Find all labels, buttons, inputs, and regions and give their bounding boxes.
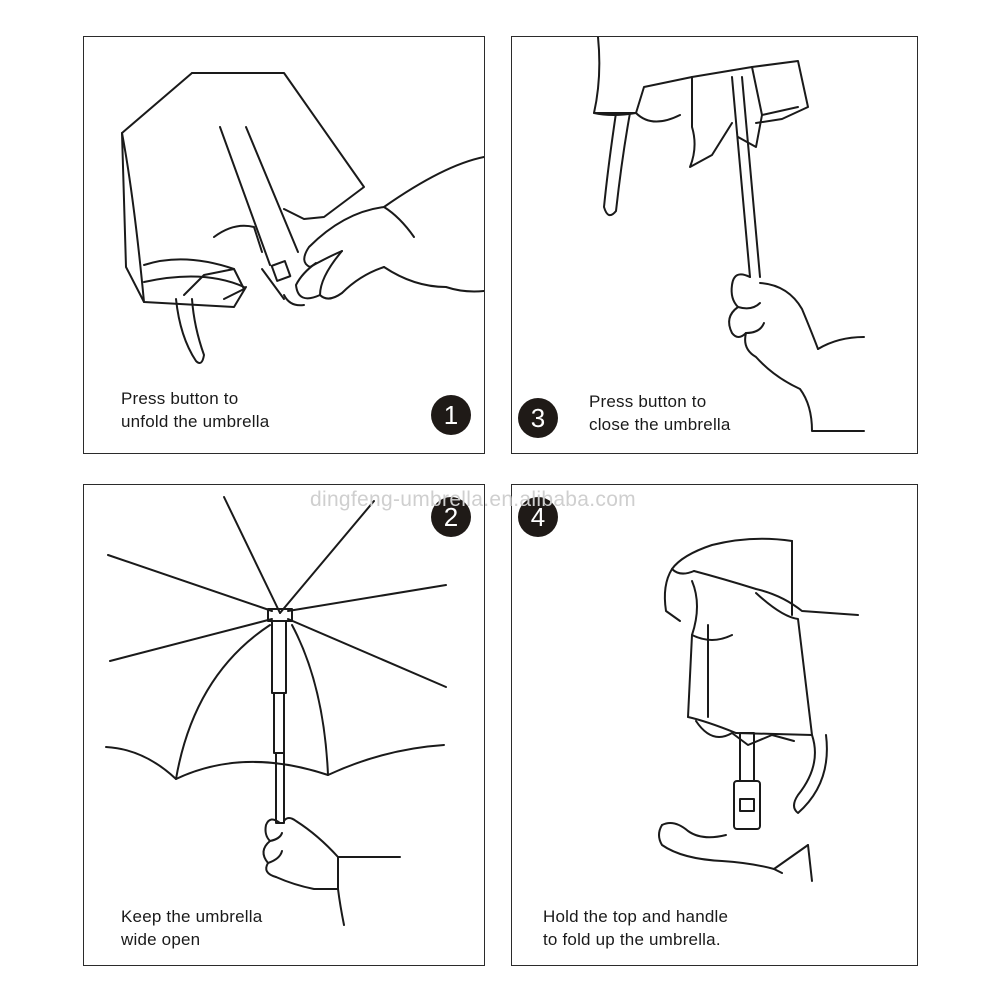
step-2-caption: Keep the umbrella wide open [121,907,263,949]
step-4-panel: 4 Hold the top and handle to fold up the… [511,484,918,966]
step-4-illustration [512,485,917,965]
step-2-illustration [84,485,484,965]
step-1-panel: Press button to unfold the umbrella 1 [83,36,485,454]
step-3-badge: 3 [518,398,558,438]
step-4-badge: 4 [518,497,558,537]
step-3-panel: 3 Press button to close the umbrella [511,36,918,454]
step-1-caption: Press button to unfold the umbrella [121,389,270,431]
step-2-panel: 2 Keep the umbrella wide open [83,484,485,966]
step-2-badge: 2 [431,497,471,537]
step-4-caption: Hold the top and handle to fold up the u… [543,907,729,949]
watermark: dingfeng-umbrella.en.alibaba.com [310,488,636,511]
step-1-badge: 1 [431,395,471,435]
step-1-illustration [84,37,484,453]
step-3-illustration [512,37,917,453]
step-3-caption: Press button to close the umbrella [589,392,731,434]
